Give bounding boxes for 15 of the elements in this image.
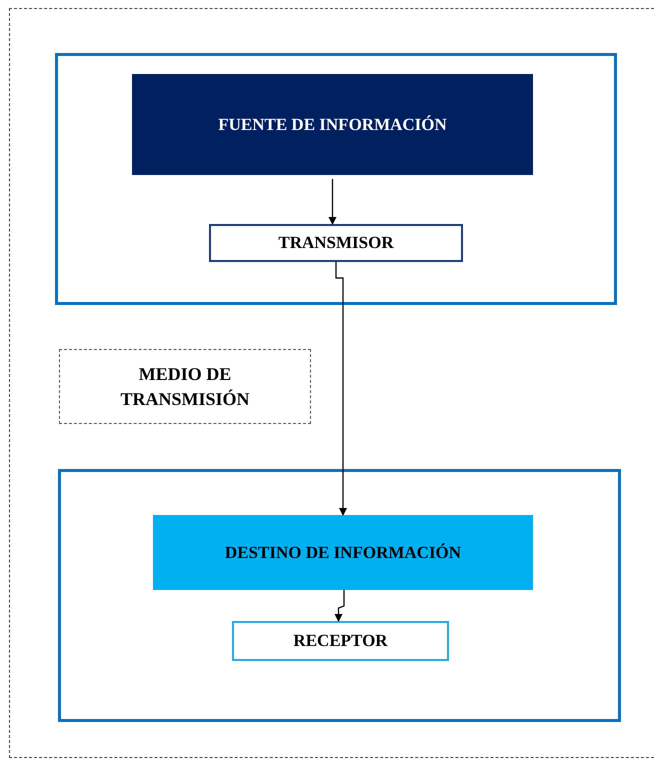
arrow [335, 262, 347, 516]
process-box [209, 224, 463, 262]
group-frame [55, 53, 617, 305]
box-label: MEDIO DE TRANSMISIÓN [119, 363, 251, 410]
process-box [153, 515, 533, 590]
process-box [232, 621, 449, 661]
box-label: FUENTE DE INFORMACIÓN [217, 114, 448, 136]
process-box [132, 74, 533, 175]
arrow [334, 590, 345, 622]
arrow [328, 179, 336, 225]
box-label: DESTINO DE INFORMACIÓN [224, 542, 462, 564]
group-frame [58, 469, 621, 722]
box-label: TRANSMISOR [277, 232, 395, 254]
dashed-box [59, 349, 311, 424]
box-label: RECEPTOR [292, 630, 389, 652]
